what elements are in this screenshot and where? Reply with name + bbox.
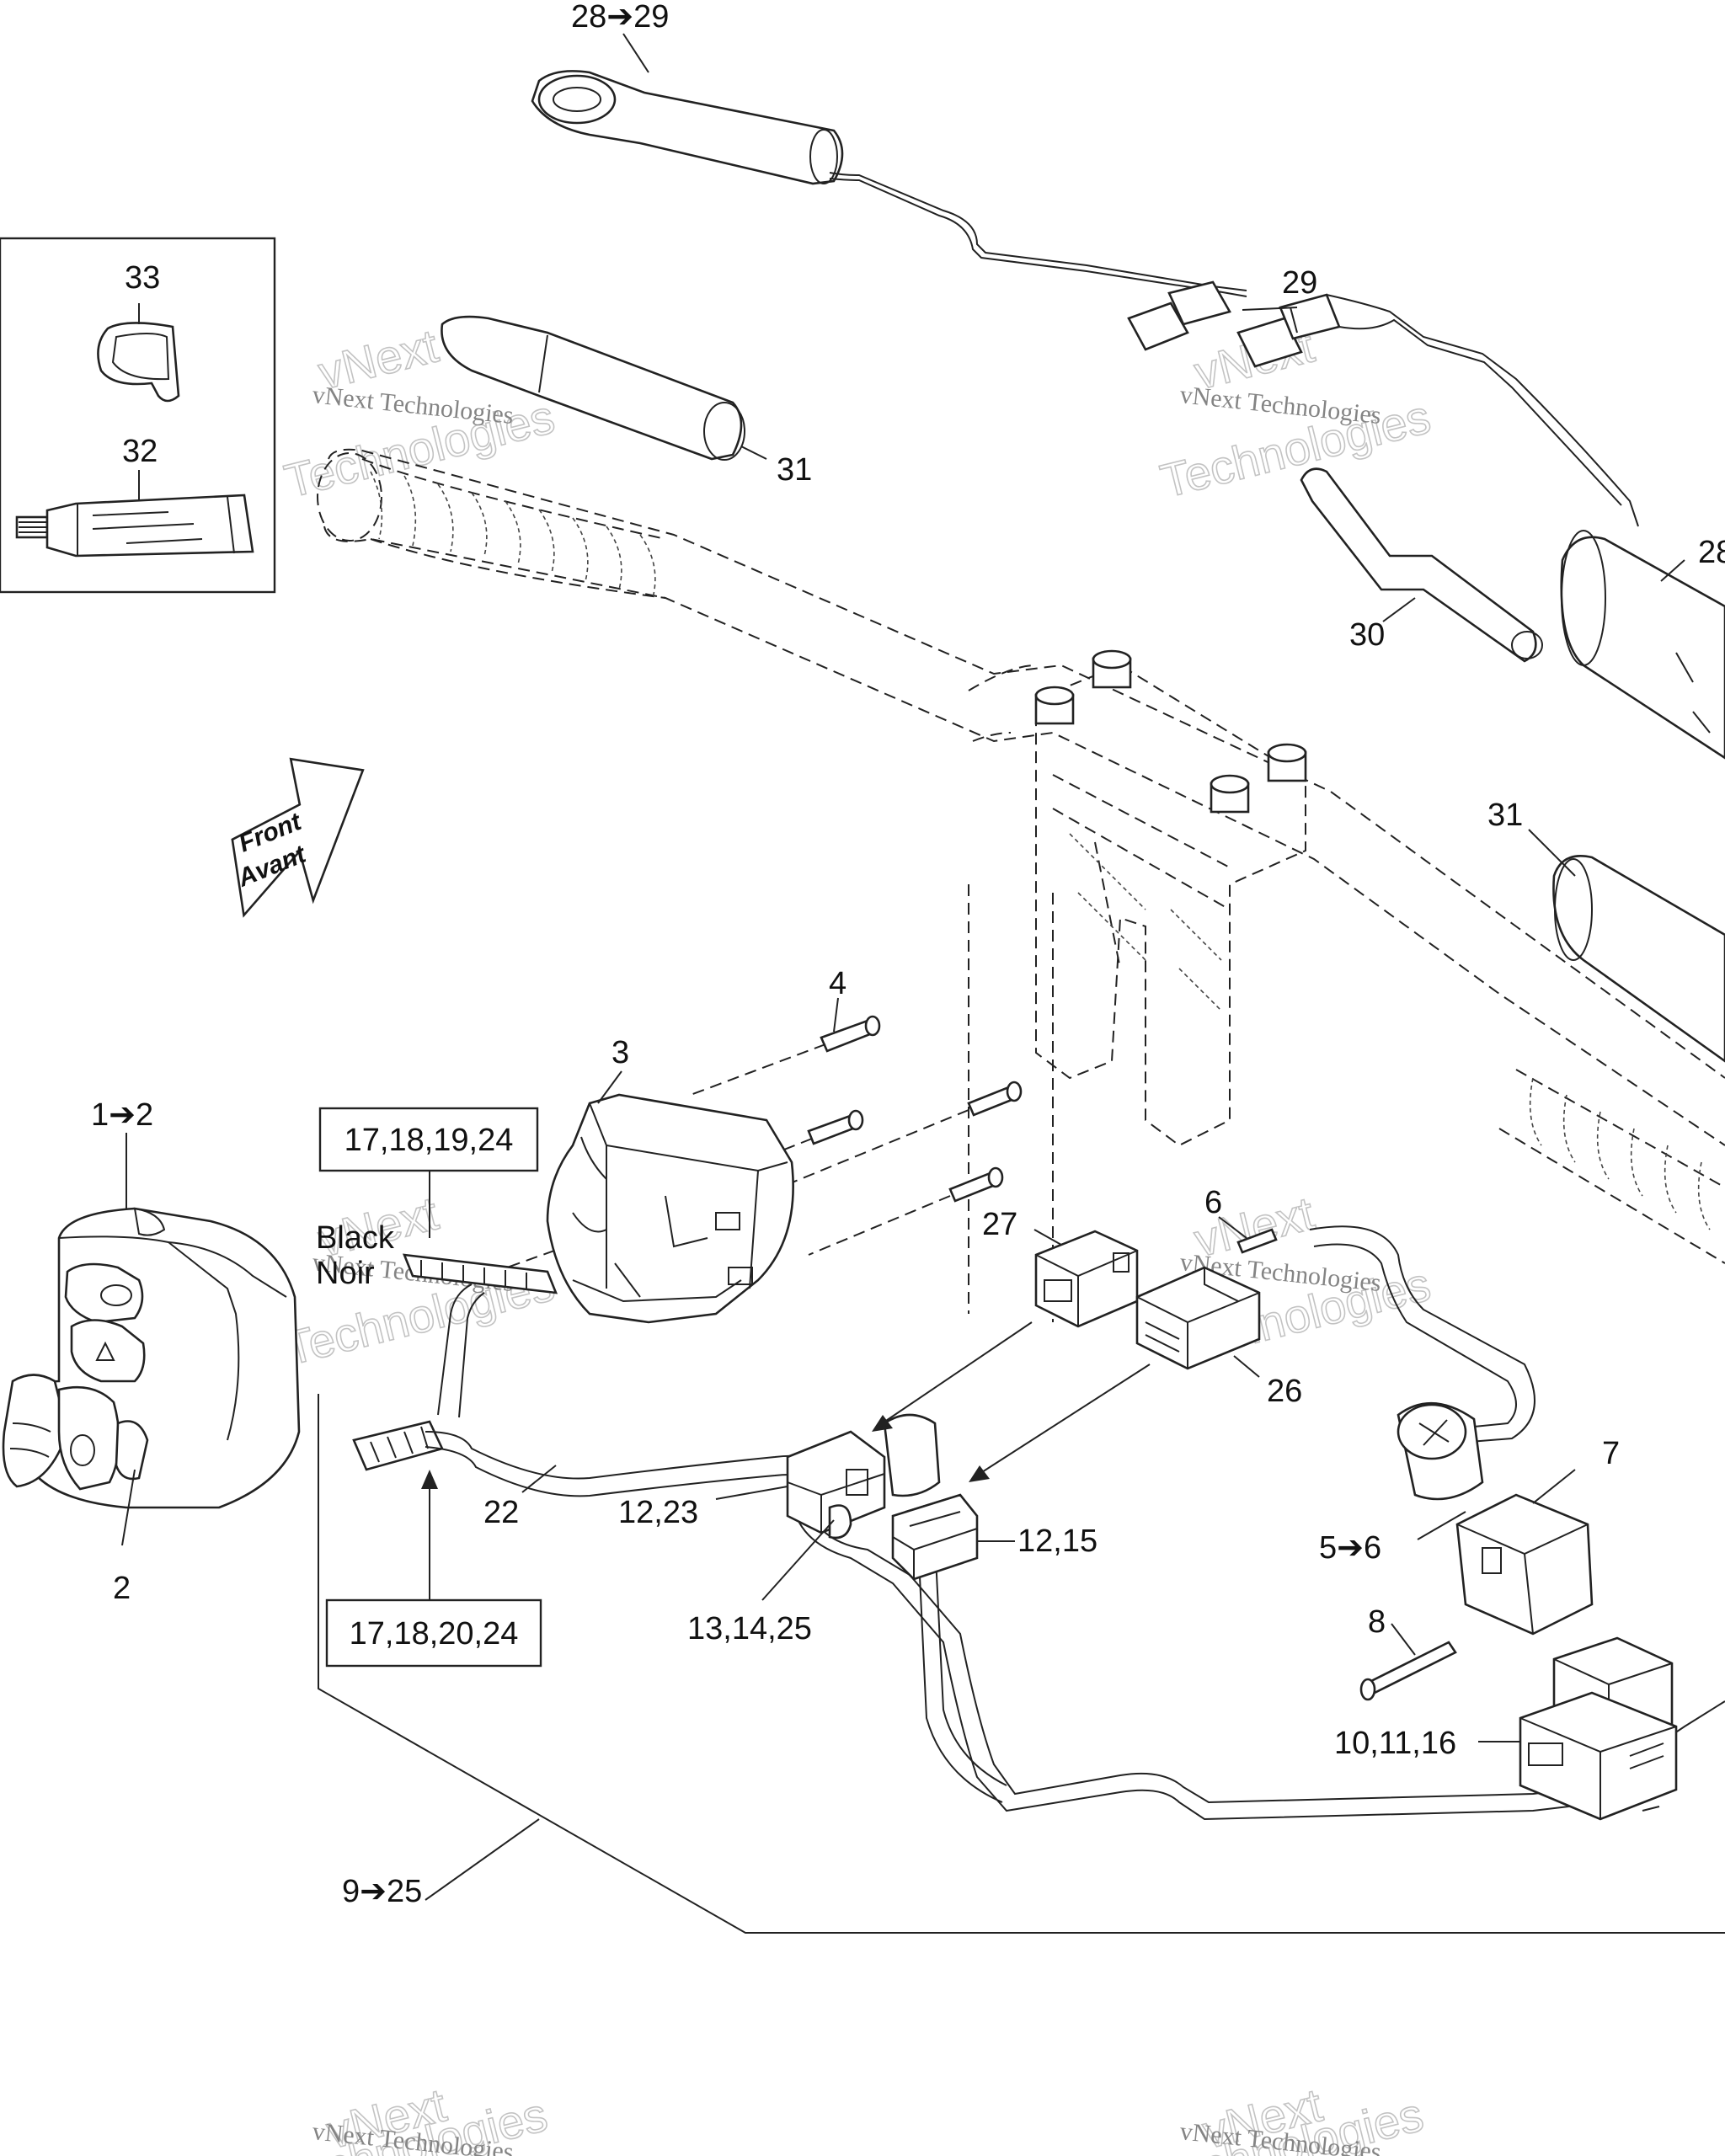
label-27: 27 (982, 1207, 1017, 1242)
screw (820, 1015, 881, 1053)
label-28-29: 28➔29 (571, 0, 669, 35)
screw (807, 1109, 864, 1145)
label-32: 32 (122, 434, 158, 469)
label-8: 8 (1368, 1604, 1386, 1640)
module-7 (1455, 1493, 1594, 1636)
label-31-right: 31 (1487, 798, 1523, 833)
callout-box-upper: 17,18,19,24 (318, 1107, 539, 1172)
label-4: 4 (829, 966, 846, 1001)
knob-5-6 (1397, 1401, 1484, 1501)
watermark-text: vNext Technologies (1178, 381, 1382, 430)
part-labels: 28➔29 29 28 33 32 31 30 31 4 3 1➔2 2 27 … (91, 0, 1725, 1909)
label-2: 2 (113, 1571, 131, 1606)
grip-sleeve-top (441, 315, 745, 461)
black-label: Black (316, 1220, 395, 1256)
wire-connector (352, 1420, 444, 1471)
pin-8 (1359, 1641, 1457, 1701)
label-3: 3 (611, 1035, 629, 1070)
screw (967, 1081, 1023, 1117)
riser-bolt (1092, 649, 1132, 689)
label-5-6: 5➔6 (1319, 1530, 1381, 1566)
connector-26 (1135, 1266, 1261, 1370)
label-12-23: 12,23 (618, 1495, 698, 1530)
label-26: 26 (1267, 1374, 1302, 1409)
label-28: 28 (1698, 535, 1725, 570)
pin-6 (1236, 1228, 1278, 1254)
label-13-14-25: 13,14,25 (687, 1611, 812, 1646)
switch-button (64, 1262, 144, 1324)
bent-rod (1300, 467, 1543, 663)
callout-box-lower: 17,18,20,24 (325, 1598, 542, 1668)
watermark-group: vNext Technologies vNext Technologies vN… (271, 318, 1436, 2156)
module-10-11-16 (1519, 1636, 1678, 1821)
label-22: 22 (483, 1495, 519, 1530)
callout-box-lower-text: 17,18,20,24 (350, 1616, 519, 1652)
accessory-inset (0, 237, 276, 594)
handlebar-switch-unit (2, 1207, 301, 1509)
clip-part (97, 322, 180, 403)
noir-label: Noir (316, 1256, 375, 1291)
label-1-2: 1➔2 (91, 1097, 153, 1133)
label-12-15: 12,15 (1017, 1524, 1097, 1559)
connector-27 (1034, 1230, 1139, 1328)
black-connector (402, 1253, 558, 1294)
harness-connector-left (786, 1413, 941, 1534)
loop-clip (828, 1504, 852, 1540)
switch-button (70, 1319, 146, 1383)
label-33: 33 (125, 260, 160, 296)
riser-bolt (1210, 774, 1250, 814)
label-10-11-16: 10,11,16 (1334, 1726, 1456, 1761)
label-9-25: 9➔25 (342, 1874, 422, 1909)
grip-sleeve-lower (1552, 855, 1725, 1063)
leader-lines (121, 33, 1725, 1934)
riser-bolt (1034, 686, 1075, 725)
inset-frame (0, 237, 276, 594)
label-7: 7 (1602, 1436, 1620, 1471)
handlebar (317, 448, 1725, 1322)
grip-sleeve-right (1560, 530, 1725, 760)
harness-connector-right (891, 1493, 979, 1581)
front-direction-arrow: Front Avant (231, 757, 365, 918)
callout-box-upper-text: 17,18,19,24 (344, 1123, 514, 1158)
label-30: 30 (1349, 617, 1385, 653)
heated-grip-cable (531, 70, 1639, 527)
screw (948, 1166, 1004, 1203)
label-6: 6 (1204, 1185, 1222, 1220)
handlebar-riser (1034, 649, 1307, 1147)
riser-bolt (1267, 743, 1307, 782)
wiring-harness (425, 1225, 1725, 1821)
tube-part (15, 494, 254, 558)
label-31: 31 (777, 452, 812, 488)
switch-housing (546, 1093, 794, 1324)
label-29: 29 (1282, 265, 1317, 301)
